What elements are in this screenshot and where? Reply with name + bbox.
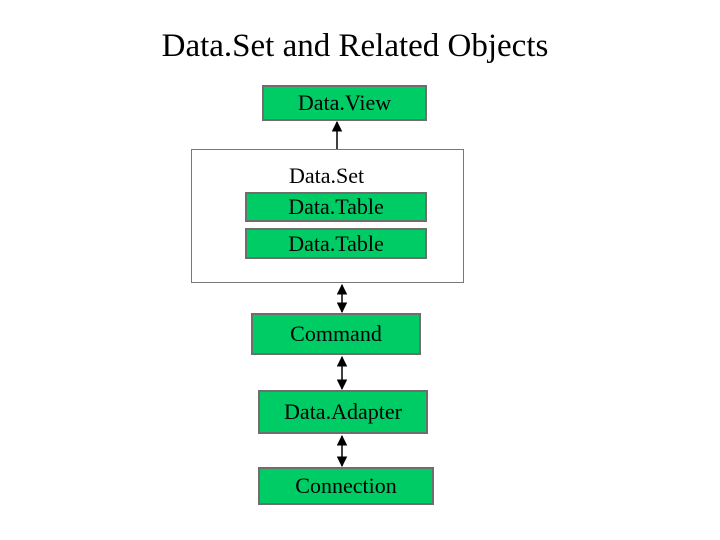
connection-box: Connection <box>258 467 434 505</box>
dataadapter-box: Data.Adapter <box>258 390 428 434</box>
datatable-box-2: Data.Table <box>245 228 427 259</box>
command-box: Command <box>251 313 421 355</box>
dataview-box: Data.View <box>262 85 427 121</box>
dataset-label: Data.Set <box>289 163 365 188</box>
diagram-title: Data.Set and Related Objects <box>161 28 549 64</box>
datatable-box-1: Data.Table <box>245 192 427 222</box>
